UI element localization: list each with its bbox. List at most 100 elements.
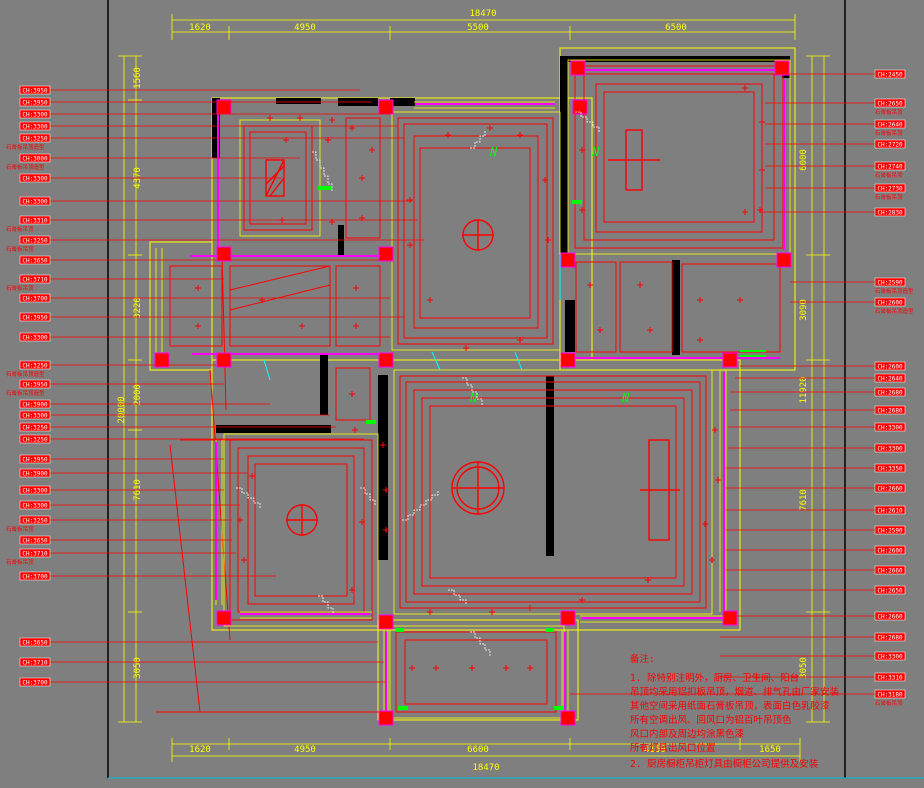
structural-column [560,352,576,368]
tag-box [19,121,51,131]
tag-box [19,468,51,478]
ceiling-step-line [462,377,483,406]
dim-bottom-seg: 4950 [294,745,316,755]
dim-bottom-seg: 6600 [467,745,489,755]
tag-label: CH:3300 [22,112,48,119]
tag-label: CH:2450 [877,72,903,79]
tag-label: CH:3950 [22,315,48,322]
tag-note: 石膏板吊顶造型 [6,370,45,378]
tag-note: 石膏板吊顶 [875,699,903,707]
tag-box [874,297,906,307]
tag-label: CH:2660 [877,486,903,493]
tag-note: 石膏板吊顶 [875,171,903,179]
tag-label: CH:2660 [877,568,903,575]
dim-bottom-seg: 4150 [644,745,666,755]
tag-label: CH:2600 [877,300,903,307]
downlight-icon [702,521,708,527]
dim-top-seg: 5500 [467,23,489,33]
note-line-5: 风口内部及周边均涂黑色漆 [630,728,745,740]
downlight-icon [742,209,748,215]
downlight-icon [579,207,585,213]
tag-label: CH:3250 [22,437,48,444]
svg-text:N: N [591,145,600,159]
ceiling-height-tag: CH:3350 [874,463,906,473]
tag-label: CH:3700 [22,296,48,303]
ceiling-height-tag: CH:3900 [19,399,51,409]
dim-top-seg: 1620 [189,23,211,33]
ceiling-height-tag: CH:3710 [19,657,51,667]
note-line-2: 吊顶均采用铝扣板吊顶，烟道、排气孔由厂家安装 [630,686,840,698]
tag-box [19,133,51,143]
downlight-icon [409,665,415,671]
svg-text:N: N [621,391,630,405]
ceiling-height-tag: CH:3950 [19,97,51,107]
tag-box [19,109,51,119]
ceiling-height-tag: CH:3950 [19,85,51,95]
downlight-icon [195,323,201,329]
downlight-icon [709,557,715,563]
notes-block: 备注: 1. 除特别注明外，厨房、卫生间、阳台 吊顶均采用铝扣板吊顶，烟道、排气… [630,653,840,770]
tag-label: CH:3700 [22,680,48,687]
tag-label: CH:2640 [877,376,903,383]
tag-box [19,85,51,95]
downlight-icon [241,557,247,563]
ceiling-height-tag: CH:2830 [874,207,906,217]
ceiling-height-tag: CH:3650 [19,637,51,647]
tag-note: 石膏板吊顶 [6,525,34,533]
ceiling-height-tag: CH:2600 [874,545,906,555]
ceiling-height-tag: CH:2680 [874,405,906,415]
tag-label: CH:2720 [877,142,903,149]
ceiling-height-tag: CH:3300 [874,422,906,432]
tag-box [874,443,906,453]
downlight-icon [527,665,533,671]
dim-left-total: 20000 [117,396,127,423]
ceiling-height-tag: CH:2610 [874,505,906,515]
ceiling-height-tag: CH:2680 [874,387,906,397]
structural-column [722,352,738,368]
ceiling-height-tag: CH:3950 [19,312,51,322]
tag-box [19,657,51,667]
tag-label: CH:3300 [877,446,903,453]
ceiling-step-line [318,595,334,614]
downlight-icon [579,597,585,603]
downlight-icon [407,197,413,203]
downlight-icon [737,297,743,303]
ceiling-step-line [360,487,376,506]
tag-box [874,585,906,595]
ceiling-height-tag: CH:3300 [19,109,51,119]
tag-box [874,505,906,515]
tag-box [874,277,906,287]
ceiling-height-tag: CH:3700 [19,571,51,581]
left-ceiling-height-tags: CH:3950CH:3950CH:3300CH:3300CH:3250石膏板吊顶… [6,85,51,687]
dim-right-seg: 3090 [799,299,809,321]
ceiling-height-tag: CH:3700 [19,293,51,303]
tag-label: CH:2600 [877,548,903,555]
tag-label: CH:3300 [22,488,48,495]
structural-column [378,246,394,262]
dim-right-seg: 11920 [799,376,809,403]
ceiling-step-line [470,130,486,149]
tag-label: CH:3300 [22,335,48,342]
left-leaders [50,89,424,683]
tag-box [874,422,906,432]
structural-column [378,614,394,630]
ceiling-height-tag: CH:2660 [874,611,906,621]
ceiling-height-tag: CH:3700 [19,677,51,687]
tag-box [19,485,51,495]
structural-column [570,60,586,76]
tag-box [19,173,51,183]
downlight-icon [697,297,703,303]
ceiling-height-tag: CH:3300 [874,651,906,661]
structural-column [560,252,576,268]
tag-note: 石膏板吊顶 [875,108,903,116]
